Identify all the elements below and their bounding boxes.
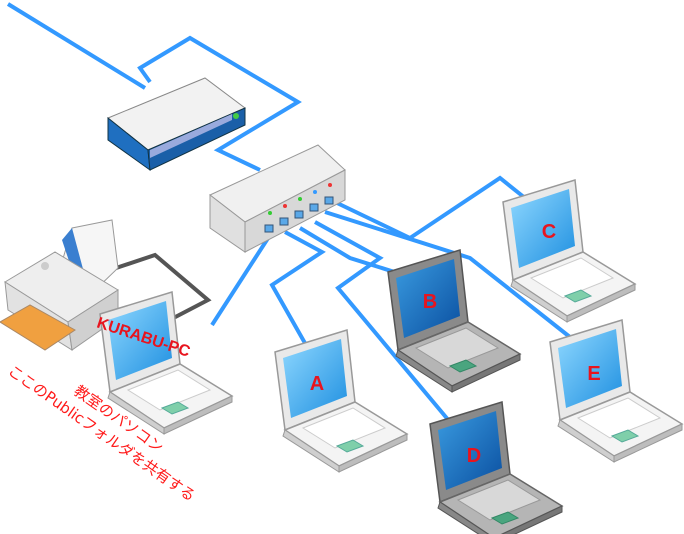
laptop-b[interactable]: B (387, 249, 521, 393)
laptop-label: B (423, 291, 437, 313)
internet-cable (6, 2, 147, 90)
cable-a (269, 230, 326, 353)
laptop-label: A (310, 373, 324, 395)
laptop-label: D (467, 445, 481, 467)
cable-c (334, 175, 527, 241)
cable-kurabu (210, 230, 274, 327)
router-hub-cable (137, 35, 302, 172)
printer-icon (0, 219, 119, 351)
laptop-d[interactable]: D (429, 401, 563, 534)
laptop-c[interactable]: C (502, 179, 636, 323)
laptop-label: C (542, 221, 556, 243)
cable-e (324, 210, 582, 347)
router-icon (107, 77, 246, 172)
laptop-a[interactable]: A (274, 329, 408, 473)
network-cables (6, 2, 582, 430)
cable-d (314, 220, 457, 430)
switching-hub-icon (209, 144, 346, 253)
laptop-label: E (587, 363, 600, 385)
laptop-e[interactable]: E (549, 319, 683, 463)
printer-cable (109, 252, 212, 327)
